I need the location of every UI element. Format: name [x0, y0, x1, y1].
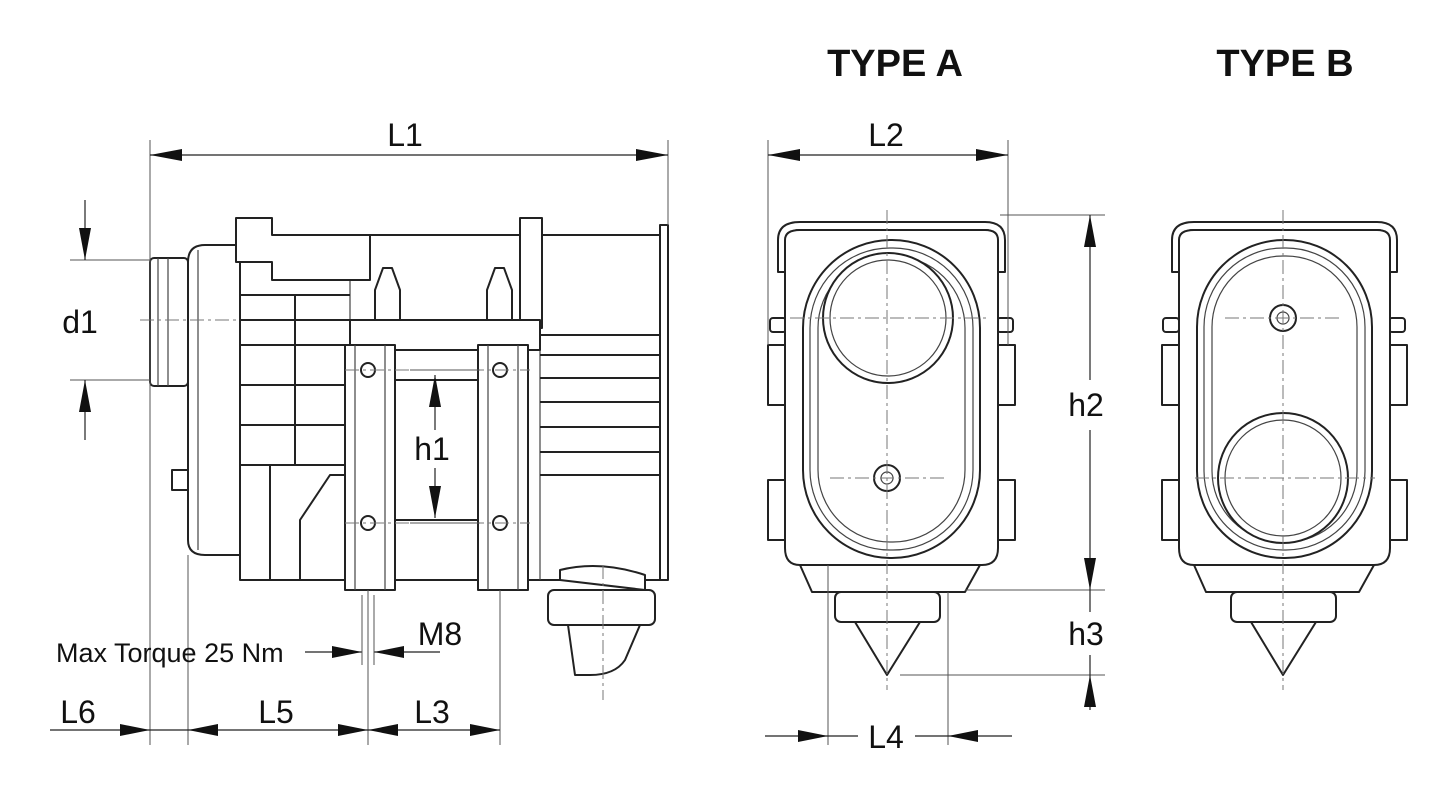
dimension-l4: L4 — [765, 719, 1012, 755]
label-m8: M8 — [418, 616, 462, 652]
label-d1: d1 — [62, 304, 98, 340]
label-l6: L6 — [60, 694, 96, 730]
dimension-h1: h1 — [414, 375, 450, 518]
side-extension-lines — [70, 140, 669, 745]
label-l3: L3 — [414, 694, 450, 730]
rib-grid — [240, 294, 660, 581]
side-view — [140, 217, 669, 700]
label-l4: L4 — [868, 719, 904, 755]
type-a-view — [767, 210, 1016, 690]
label-h2: h2 — [1068, 387, 1104, 423]
type-a-title: TYPE A — [827, 43, 963, 85]
torque-note: Max Torque 25 Nm — [56, 638, 284, 668]
dimension-l1: L1 — [150, 117, 668, 161]
mounting-band — [344, 267, 541, 591]
dimension-h2-h3: h2 h3 — [1068, 215, 1104, 710]
label-l2: L2 — [868, 117, 904, 153]
inlet-spigot — [149, 257, 189, 387]
type-a-extension-lines — [767, 140, 1105, 745]
dimension-d1: d1 — [62, 200, 98, 440]
type-b-view — [1161, 210, 1408, 690]
type-b-title: TYPE B — [1216, 43, 1353, 85]
dimension-l2: L2 — [768, 117, 1008, 161]
label-l1: L1 — [387, 117, 423, 153]
label-h3: h3 — [1068, 616, 1104, 652]
label-l5: L5 — [258, 694, 294, 730]
dimension-chain-bottom: L6 L5 L3 — [50, 694, 500, 736]
dimension-m8: M8 Max Torque 25 Nm — [56, 595, 462, 668]
label-h1: h1 — [414, 431, 450, 467]
side-outlet-valve — [547, 565, 656, 676]
